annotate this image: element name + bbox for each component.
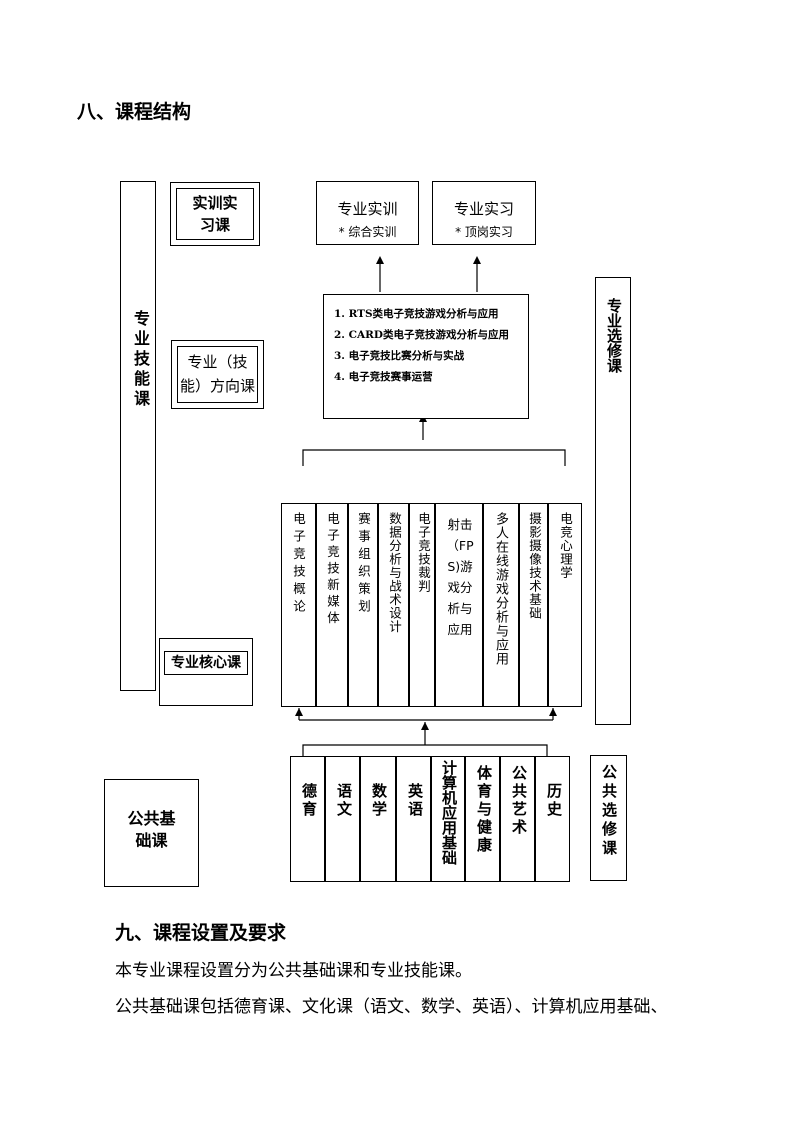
- public-course-5: 计算机应用基础: [440, 760, 458, 865]
- practice-box-internship: 专业实习 * 顶岗实习: [432, 181, 536, 245]
- public-course-3: 数学: [370, 783, 388, 819]
- core-course-9: 电竞心理学: [558, 512, 573, 580]
- core-course-7: 多人在线游戏分析与应用: [493, 512, 508, 666]
- core-course-8: 摄影摄像技术基础: [527, 512, 542, 620]
- direction-item-1: 1. RTS类电子竞技游戏分析与应用: [334, 308, 499, 320]
- section-8-title: 八、课程结构: [77, 101, 192, 123]
- paragraph-1: 本专业课程设置分为公共基础课和专业技能课。: [115, 961, 472, 981]
- public-course-label: 公共基础课: [104, 779, 199, 887]
- direction-item-2: 2. CARD类电子竞技游戏分析与应用: [334, 329, 509, 341]
- core-course-6: 射击（FPS)游戏分析与应用: [446, 517, 474, 637]
- public-course-cell: 英语: [396, 756, 431, 882]
- practice-training-title: 专业实训: [337, 200, 398, 218]
- direction-items-box: 1. RTS类电子竞技游戏分析与应用 2. CARD类电子竞技游戏分析与应用 3…: [323, 294, 529, 419]
- public-elective-label: 公共选修课: [600, 764, 618, 859]
- core-course-cell: 射击（FPS)游戏分析与应用: [435, 503, 483, 707]
- major-elective-label: 专业选修课: [605, 298, 623, 373]
- arrowhead-practice-right: [473, 256, 481, 264]
- public-course-4: 英语: [406, 783, 424, 819]
- practice-internship-title: 专业实习: [453, 200, 514, 218]
- core-course-cell: 电子竞技裁判: [409, 503, 435, 707]
- core-course-1: 电子竞技概论: [291, 512, 306, 617]
- core-course-cell: 数据分析与战术设计: [378, 503, 409, 707]
- direction-course-box: 专业（技能）方向课: [171, 340, 264, 409]
- direction-item-3: 3. 电子竞技比赛分析与实战: [334, 350, 465, 362]
- public-course-1: 德育: [300, 783, 318, 819]
- core-course-4: 数据分析与战术设计: [387, 512, 402, 634]
- public-elective-box: 公共选修课: [590, 755, 627, 881]
- public-course-cell: 历史: [535, 756, 570, 882]
- public-course-cell: 数学: [360, 756, 396, 882]
- core-course-cell: 电子竞技新媒体: [316, 503, 348, 707]
- core-course-3: 赛事组织策划: [356, 512, 371, 617]
- practice-training-item: * 综合实训: [338, 225, 397, 239]
- core-course-label: 专业核心课: [164, 651, 248, 675]
- core-course-cell: 摄影摄像技术基础: [519, 503, 548, 707]
- practice-box-training: 专业实训 * 综合实训: [316, 181, 419, 245]
- major-elective-box: 专业选修课: [595, 277, 631, 725]
- core-course-2: 电子竞技新媒体: [325, 512, 340, 628]
- core-course-box: 专业核心课: [159, 638, 253, 706]
- public-course-cell: 体育与健康: [465, 756, 500, 882]
- connector-core-bracket: [302, 449, 566, 466]
- arrowhead-practice-left: [376, 256, 384, 264]
- practice-course-label: 实训实习课: [176, 188, 254, 240]
- core-course-cell: 多人在线游戏分析与应用: [483, 503, 519, 707]
- arrowhead-core-right: [549, 708, 557, 716]
- core-course-cell: 赛事组织策划: [348, 503, 378, 707]
- core-course-cell: 电子竞技概论: [281, 503, 316, 707]
- public-course-cell: 计算机应用基础: [431, 756, 465, 882]
- arrowhead-core-left: [295, 708, 303, 716]
- direction-course-label: 专业（技能）方向课: [177, 346, 258, 403]
- public-course-cell: 语文: [325, 756, 360, 882]
- practice-course-box: 实训实习课: [170, 182, 260, 246]
- public-course-2: 语文: [335, 783, 353, 819]
- public-course-cell: 德育: [290, 756, 325, 882]
- practice-internship-item: * 顶岗实习: [455, 225, 513, 239]
- public-course-7: 公共艺术: [510, 765, 528, 837]
- public-course-8: 历史: [545, 783, 563, 819]
- core-course-cell: 电竞心理学: [548, 503, 582, 707]
- public-course-cell: 公共艺术: [500, 756, 535, 882]
- skill-course-label: 专业技能课: [131, 310, 150, 410]
- paragraph-2: 公共基础课包括德育课、文化课（语文、数学、英语）、计算机应用基础、: [115, 997, 668, 1017]
- skill-course-box: 专业技能课: [120, 181, 156, 691]
- arrowhead-core-center: [421, 722, 429, 730]
- core-course-5: 电子竞技裁判: [416, 512, 431, 593]
- direction-item-4: 4. 电子竞技赛事运营: [334, 371, 433, 383]
- connector-public-bracket: [302, 744, 548, 756]
- public-course-6: 体育与健康: [475, 765, 493, 855]
- section-9-title: 九、课程设置及要求: [115, 922, 287, 944]
